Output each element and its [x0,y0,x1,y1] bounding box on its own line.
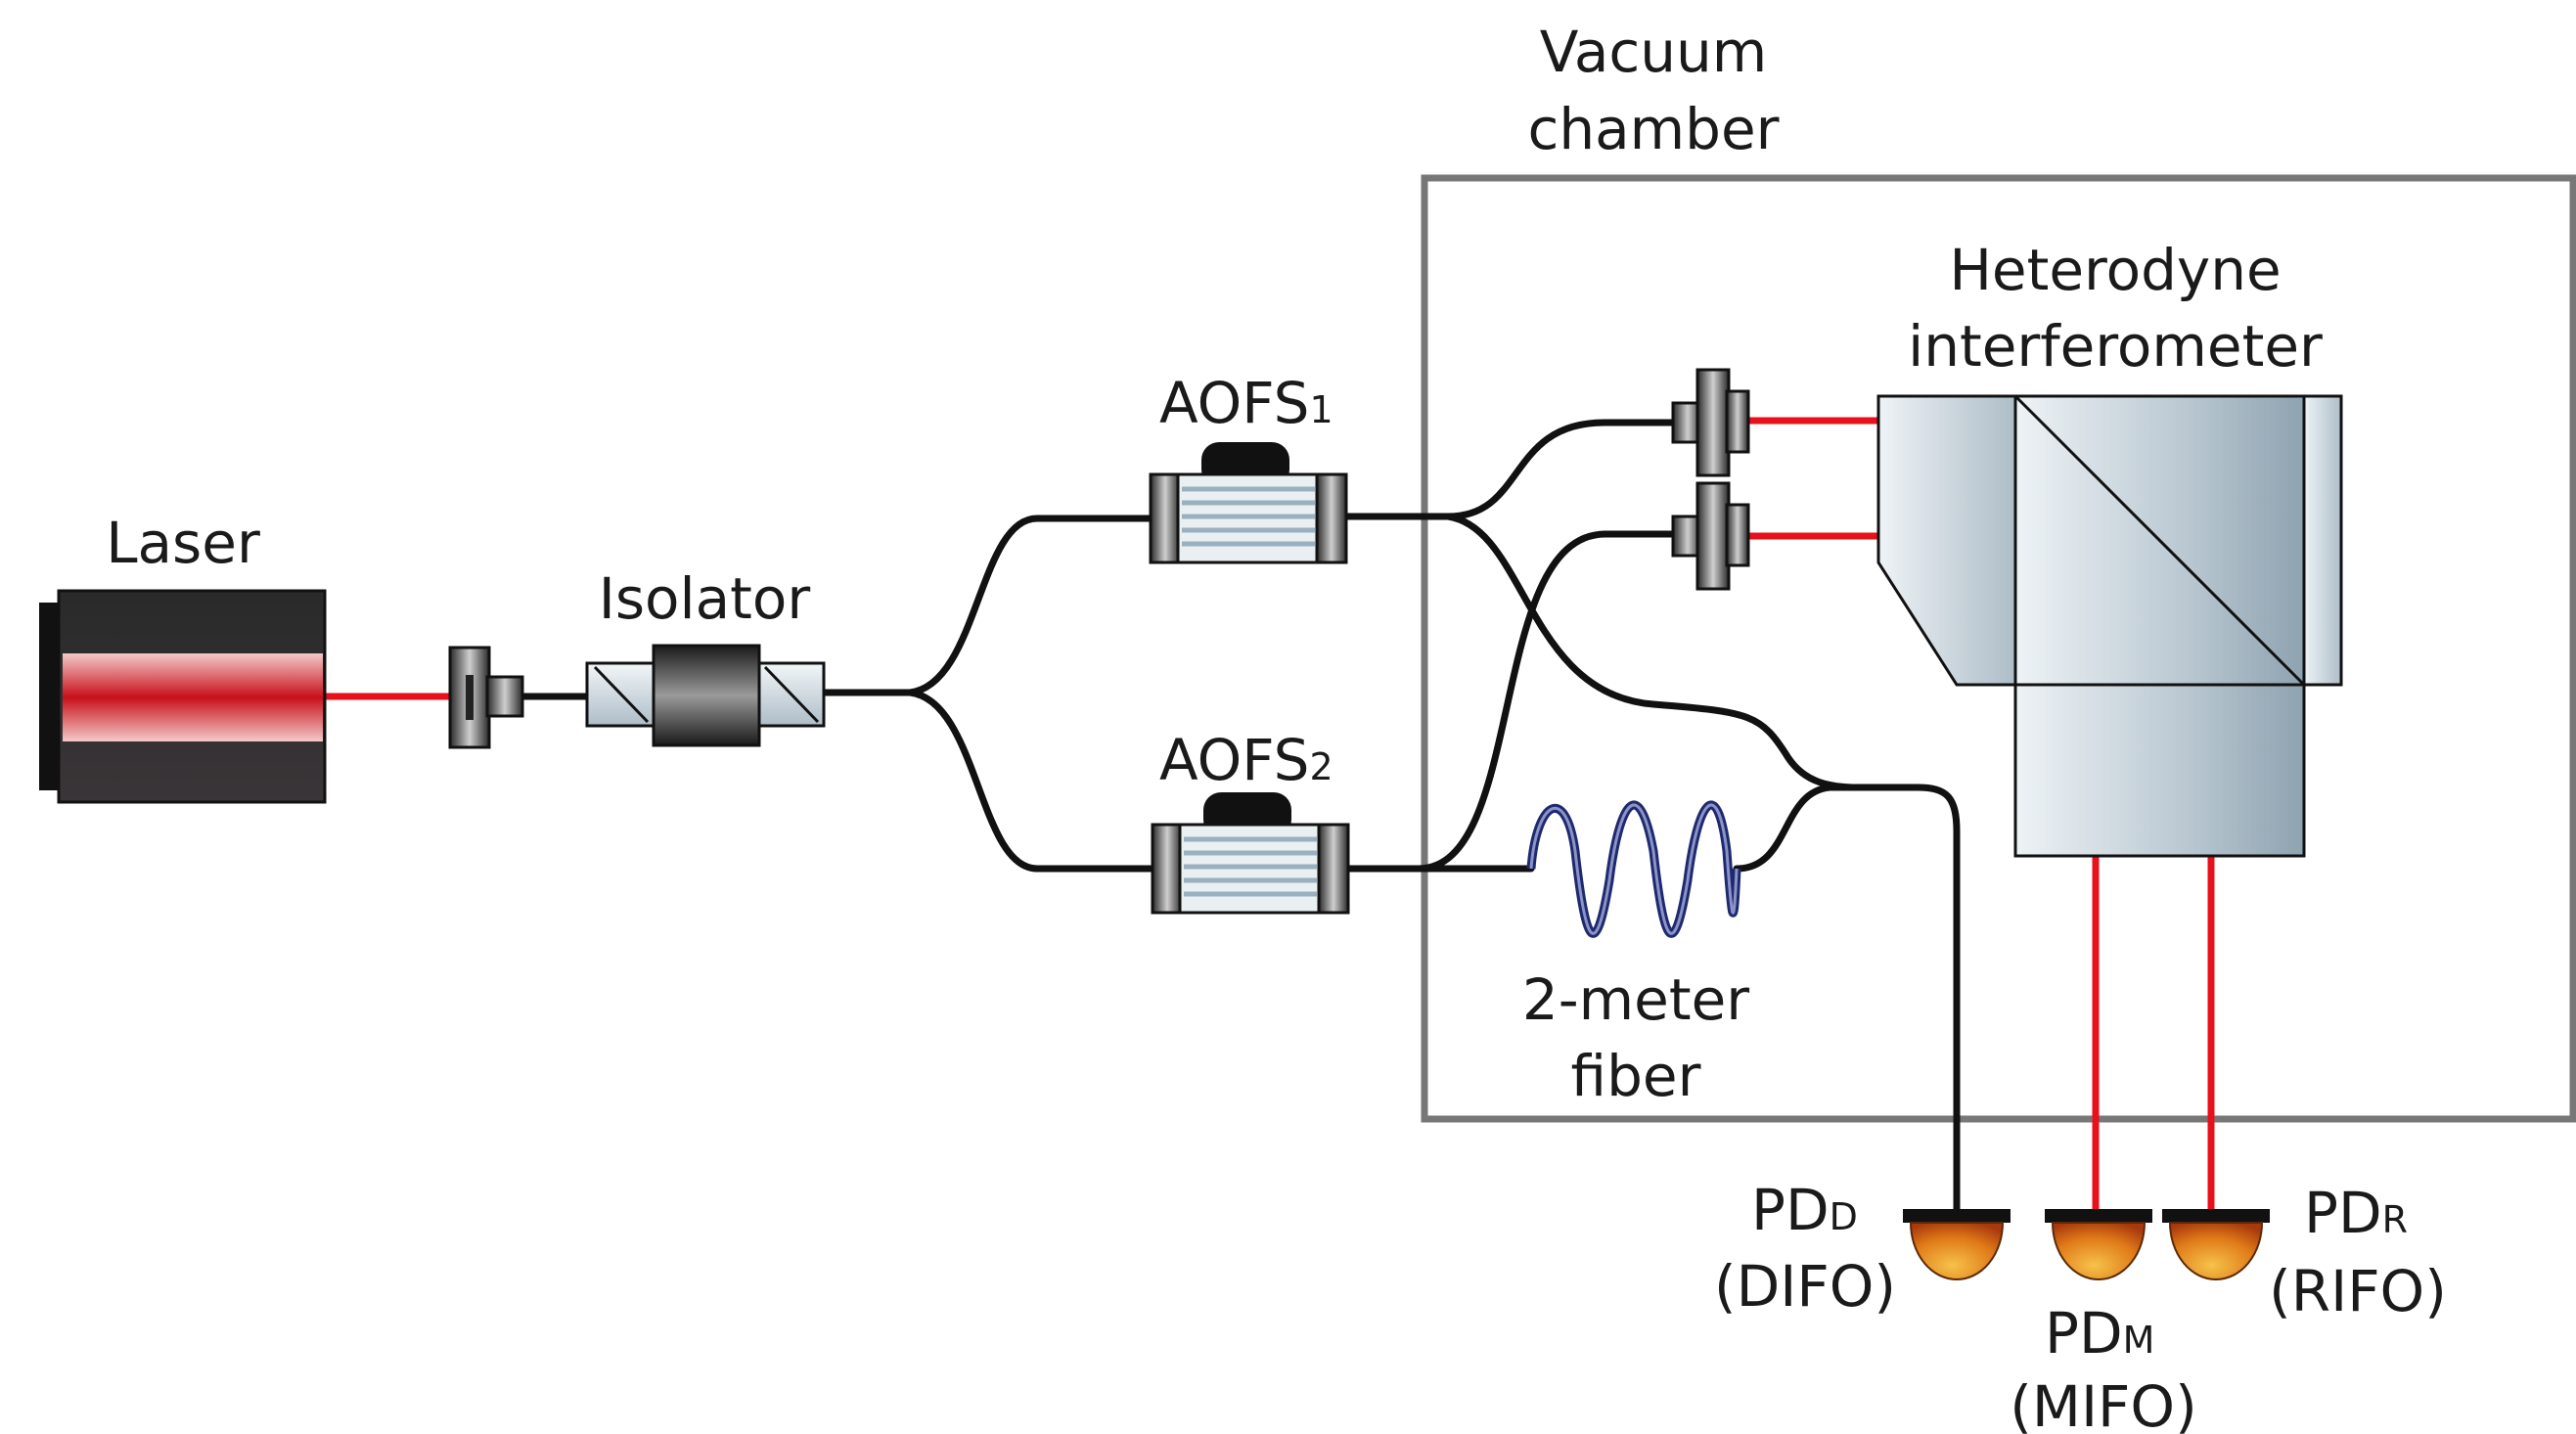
collimator-input-body [485,675,524,718]
laser-label: Laser [106,510,260,576]
ifo-output-block [2013,683,2306,858]
pdr-mount [2162,1209,2270,1223]
fiber-aofs2-to-collimator2 [1344,530,1679,873]
vacuum-chamber-label-line1: Vacuum [1540,19,1768,85]
pdm-label-sub: M [2123,1319,2155,1362]
fiber-splitter-to-aofs1 [906,515,1156,696]
heterodyne-interferometer: Heterodyne interferometer [1876,237,2343,858]
laser-beam-window [63,653,323,741]
fiber-aofs1-to-combiner [1444,513,1863,791]
collimator-1 [1671,368,1750,477]
collimator-1-front [1725,389,1750,454]
pdm-dome [2051,1222,2147,1280]
aofs1-label-main: AOFS [1159,370,1309,436]
collimator-2-flange [1695,481,1731,591]
pdd-paren-label: (DIFO) [1714,1253,1896,1320]
optical-fibers [520,419,1961,1217]
fiber-coil-loops [1526,800,1741,938]
fiber-coil-label-line2: fiber [1571,1043,1701,1109]
ifo-label-line1: Heterodyne [1949,237,2281,303]
fiber-splitter-to-aofs2 [906,689,1158,873]
collimator-input [448,646,524,749]
pdd-label: PDD [1751,1177,1858,1243]
aofs2-grating-lines [1184,836,1317,897]
ifo-beamsplitter-diagonal [2013,394,2306,687]
pdr-paren-label: (RIFO) [2269,1258,2447,1324]
ifo-label-line2: interferometer [1908,313,2323,380]
aofs2-right-cap [1317,823,1350,915]
aofs2-left-cap [1151,823,1184,915]
pdd-label-sub: D [1830,1195,1858,1238]
collimator-input-ring [466,675,474,720]
pdr-label-sub: R [2382,1198,2408,1241]
isolator-right-polarizer-diagonal [763,665,820,724]
vacuum-chamber: Vacuum chamber [1421,19,2576,1123]
pdr-label-main: PD [2304,1180,2382,1246]
aofs1-left-cap [1149,472,1182,564]
aofs2: AOFS2 [1151,727,1350,915]
vacuum-chamber-label-line2: chamber [1527,96,1779,162]
photodetector-m: PDM (MIFO) [2010,1209,2197,1434]
pdm-mount [2045,1209,2152,1223]
pdm-label-main: PD [2045,1300,2123,1367]
pdd-dome [1909,1222,2005,1280]
fiber-coil-highlight [1529,803,1739,935]
laser-beams [321,417,2215,1211]
aofs1-label-sub: 1 [1309,388,1333,431]
fiber-aofs1-to-collimator1 [1342,419,1679,520]
vacuum-chamber-border [1421,174,2576,1123]
aofs1-label: AOFS1 [1159,370,1333,436]
photodetector-d: PDD (DIFO) [1714,1177,2011,1320]
aofs2-label-main: AOFS [1159,727,1309,793]
isolator-label: Isolator [599,565,811,632]
pdr-label: PDR [2304,1180,2408,1246]
collimator-2 [1671,481,1750,591]
fiber-coil: 2-meter fiber [1522,800,1749,1109]
fiber-coil-label-line1: 2-meter [1522,966,1749,1033]
pdr-dome [2168,1222,2264,1280]
collimator-1-flange [1695,368,1731,477]
fiber-combiner-to-pdd [1855,784,1961,1217]
ifo-end-plate [2302,394,2343,687]
laser: Laser [39,510,327,804]
isolator-left-polarizer-diagonal [593,665,650,724]
photodetector-r: PDR (RIFO) [2162,1180,2447,1324]
pdd-mount [1903,1209,2011,1223]
collimator-2-front [1725,503,1750,567]
pdm-paren-label: (MIFO) [2010,1373,2196,1434]
isolator-core [652,644,761,747]
pdd-label-main: PD [1751,1177,1830,1243]
fiber-coil-to-combiner [1733,784,1863,873]
aofs1: AOFS1 [1149,370,1348,564]
ifo-input-prism [1876,394,2017,687]
pdm-label: PDM [2045,1300,2154,1367]
aofs1-right-cap [1315,472,1348,564]
isolator: Isolator [585,565,826,747]
aofs1-grating-lines [1182,486,1315,547]
aofs2-label-sub: 2 [1309,745,1333,788]
aofs2-label: AOFS2 [1159,727,1333,793]
